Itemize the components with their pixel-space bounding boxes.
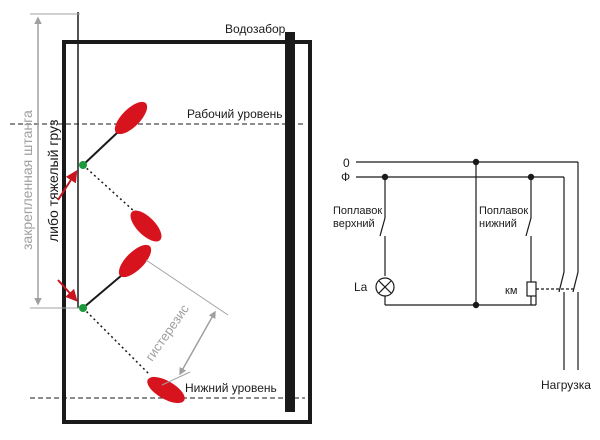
phase-label: Ф: [341, 170, 350, 184]
float-lower-label-line2: нижний: [479, 218, 517, 230]
float-upper-label-line2: верхний: [333, 218, 375, 230]
upper-float-group: [79, 101, 162, 242]
load-contact-phase: [558, 271, 565, 293]
rod-dimension: [30, 13, 80, 309]
water-intake-label: Водозабор: [225, 22, 286, 36]
lower-pivot-node: [79, 304, 87, 312]
lower-float-dropped: [147, 376, 185, 404]
upper-float-dropped: [130, 210, 162, 242]
heavy-weight-label: либо тяжелый груз: [45, 120, 61, 242]
hysteresis-arrow: [179, 310, 216, 376]
upper-float-contact: [379, 217, 386, 237]
load-label: Нагрузка: [541, 378, 591, 392]
fixed-rod-label: закрепленная штанга: [19, 110, 35, 250]
working-level-label: Рабочий уровень: [187, 107, 283, 121]
lower-float: [118, 244, 152, 278]
hysteresis-label: гистерезис: [142, 301, 192, 364]
circuit: 0 Ф La км Нагру: [333, 156, 591, 392]
lamp-icon: [375, 277, 395, 297]
bottom-level-label: Нижний уровень: [185, 381, 277, 395]
intake-pipe: [285, 32, 295, 412]
load-contact-neutral: [572, 271, 579, 293]
float-upper-label-line1: Поплавок: [333, 205, 382, 217]
upper-float: [114, 101, 148, 135]
relay-coil: [526, 281, 537, 297]
upper-float-arm: [82, 131, 119, 166]
lower-float-dropped-arm: [82, 307, 151, 376]
neutral-label: 0: [343, 156, 350, 170]
lower-float-arm: [82, 274, 123, 309]
junction-neutral-center: [472, 158, 480, 166]
junction-phase-lower: [527, 173, 535, 181]
float-lower-label-line1: Поплавок: [479, 205, 528, 217]
hysteresis-ext-top: [145, 259, 229, 316]
junction-bottom-center: [472, 301, 480, 309]
lower-float-group: [79, 244, 185, 404]
relay-label: км: [505, 285, 517, 297]
hysteresis-dimension: [145, 259, 229, 386]
junction-phase-upper: [381, 173, 389, 181]
lower-red-arrow: [57, 279, 78, 302]
lower-float-contact: [525, 217, 532, 237]
upper-red-arrow: [57, 169, 78, 201]
upper-pivot-node: [79, 161, 87, 169]
tank-wall: [62, 40, 312, 424]
lamp-label: La: [354, 280, 368, 294]
upper-float-dropped-arm: [82, 164, 136, 213]
